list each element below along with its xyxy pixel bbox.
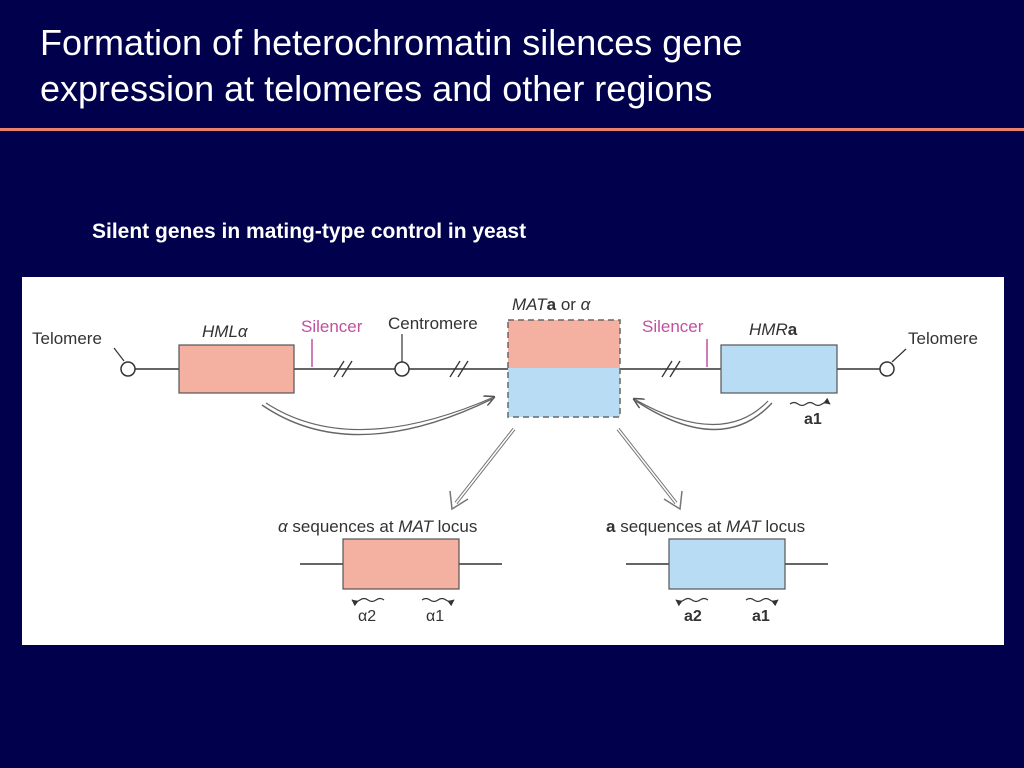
slide-subtitle: Silent genes in mating-type control in y… — [92, 220, 527, 243]
alpha1-label: α1 — [426, 608, 444, 625]
mat-to-a-arrow-core — [617, 428, 677, 504]
hml-alpha-box — [178, 344, 295, 394]
mat-a-half — [508, 368, 620, 417]
mat-to-alpha-arrow-core — [455, 428, 515, 504]
centromere-marker — [394, 361, 410, 377]
a-locus-box — [668, 538, 786, 590]
alpha2-label: α2 — [358, 608, 376, 625]
slide-title: Formation of heterochromatin silences ge… — [40, 20, 980, 112]
break-mark-1 — [333, 360, 353, 378]
alpha-locus-label: α sequences at MAT locus — [278, 517, 477, 536]
a-locus-label: a sequences at MAT locus — [606, 517, 805, 536]
mat-locus-outline — [507, 319, 621, 418]
a1-transcript-arrow — [745, 597, 779, 607]
mat-label: MATa or α — [512, 295, 592, 314]
mat-to-alpha-arrow-head — [449, 490, 469, 511]
slide-title-line-2: expression at telomeres and other region… — [40, 68, 713, 109]
hml-to-mat-arrow — [265, 397, 494, 431]
mating-type-diagram: Telomere HMLα Silencer Centromere MATa o… — [22, 277, 1004, 645]
mat-to-a-arrow-head — [663, 490, 683, 511]
hml-to-mat-curve-outer — [261, 398, 493, 436]
telomere-left-label: Telomere — [32, 329, 102, 348]
silencer-right-label: Silencer — [642, 317, 704, 336]
a1-label: a1 — [752, 608, 770, 625]
hmr-a1-label: a1 — [804, 411, 822, 428]
break-mark-3 — [661, 360, 681, 378]
alpha-locus-box — [342, 538, 460, 590]
hmr-a-box — [720, 344, 838, 394]
hmr-a1-transcript-arrow — [789, 397, 831, 407]
mat-alpha-half — [508, 320, 620, 368]
hml-label: HMLα — [202, 322, 249, 341]
alpha1-transcript-arrow — [421, 597, 455, 607]
hmr-to-mat-arrow — [634, 399, 769, 426]
silencer-left-label: Silencer — [301, 317, 363, 336]
alpha2-transcript-arrow — [351, 597, 385, 607]
telomere-right-pointer — [891, 348, 907, 363]
a2-transcript-arrow — [675, 597, 709, 607]
telomere-right-label: Telomere — [908, 329, 978, 348]
a2-label: a2 — [684, 608, 702, 625]
telomere-left-pointer — [113, 347, 125, 362]
diagram-canvas: Telomere HMLα Silencer Centromere MATa o… — [32, 295, 978, 625]
slide-title-line-1: Formation of heterochromatin silences ge… — [40, 22, 743, 63]
centromere-label: Centromere — [388, 314, 478, 333]
title-divider — [0, 128, 1024, 131]
hmr-to-mat-curve-outer — [635, 400, 773, 431]
telomere-right-marker — [879, 361, 895, 377]
hmr-label: HMRa — [749, 320, 798, 339]
break-mark-2 — [449, 360, 469, 378]
telomere-left-marker — [120, 361, 136, 377]
